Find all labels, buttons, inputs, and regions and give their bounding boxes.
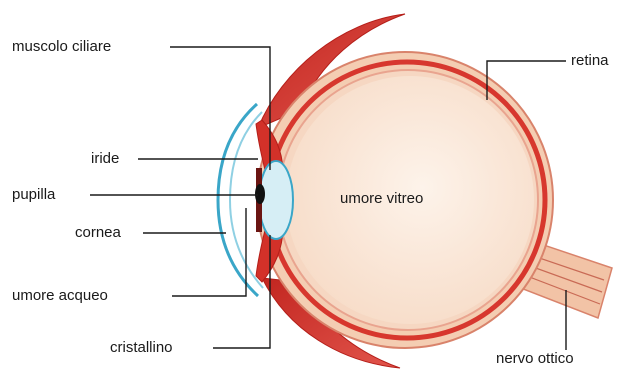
label-pupilla: pupilla <box>12 186 55 204</box>
label-umore-acqueo: umore acqueo <box>12 287 108 305</box>
label-retina: retina <box>571 52 609 70</box>
lens <box>259 161 293 239</box>
leader-muscolo-ciliare <box>170 47 270 170</box>
label-iride: iride <box>91 150 119 168</box>
label-muscolo-ciliare: muscolo ciliare <box>12 38 111 56</box>
label-nervo-ottico: nervo ottico <box>496 350 574 368</box>
pupil <box>255 184 265 204</box>
label-cristallino: cristallino <box>110 339 173 357</box>
label-cornea: cornea <box>75 224 121 242</box>
cornea <box>218 104 258 296</box>
label-umore-vitreo: umore vitreo <box>340 190 423 208</box>
leader-umore-acqueo <box>172 208 246 296</box>
